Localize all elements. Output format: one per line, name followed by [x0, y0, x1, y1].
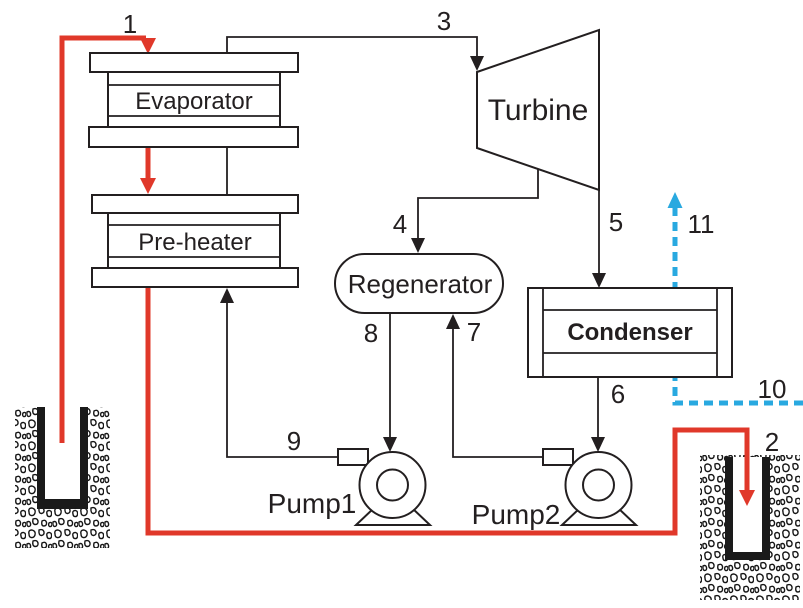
evaporator-bottom-flange — [88, 126, 299, 148]
injection-well — [700, 455, 800, 600]
stream-7-line — [452, 328, 543, 458]
stream-8-label: 8 — [364, 318, 378, 348]
stream-10-label: 10 — [758, 374, 787, 404]
stream-7-label: 7 — [467, 317, 481, 347]
stream-9-line — [226, 302, 340, 458]
stream-4-label: 4 — [393, 209, 407, 239]
well-casing-left-wall — [725, 457, 733, 560]
well-casing-right-wall — [80, 407, 88, 509]
stream-9-arrowhead — [220, 288, 234, 303]
stream-4-line — [417, 169, 539, 240]
evaporator-body — [107, 71, 281, 128]
pump1-label: Pump1 — [268, 488, 357, 519]
stream-5-arrowhead — [592, 273, 606, 288]
geothermal-supply-line — [59, 35, 156, 443]
stream-3-label: 3 — [437, 6, 451, 36]
stream-10-11-line — [672, 205, 803, 406]
pre-heater: Pre-heater — [91, 194, 299, 288]
stream-1-line — [59, 35, 146, 443]
regenerator-body — [334, 253, 504, 314]
stream-11-arrowhead — [667, 192, 683, 208]
stream-8-arrowhead — [383, 437, 397, 452]
stream-6-label: 6 — [611, 379, 625, 409]
working-fluid-lines — [220, 36, 606, 458]
stream-5-label: 5 — [609, 207, 623, 237]
stream-11-label: 11 — [688, 209, 715, 239]
well-casing-left-wall — [37, 407, 45, 509]
well-casing-bottom — [725, 552, 770, 560]
pump1: Pump1 — [268, 448, 433, 526]
regenerator-label: Regenerator — [348, 269, 493, 299]
condenser-body — [527, 287, 733, 378]
pre-heater-top-flange — [91, 194, 299, 214]
pump2-outlet — [542, 448, 574, 466]
stream-labels: 1 2 3 4 5 6 7 8 9 10 11 — [123, 6, 787, 457]
stream-2-arrowhead — [739, 490, 755, 506]
stream-9-label: 9 — [287, 426, 301, 456]
well-casing-bottom — [37, 499, 88, 509]
pump2-label: Pump2 — [472, 499, 561, 530]
evaporator-label: Evaporator — [135, 88, 252, 115]
regenerator: Regenerator — [334, 253, 504, 314]
condenser: Condenser — [527, 287, 733, 378]
pump1-impeller — [376, 468, 409, 502]
well-casing-right-wall — [762, 457, 770, 560]
cooling-water-line — [667, 192, 803, 406]
turbine-body — [476, 28, 600, 192]
stream-1-label: 1 — [123, 9, 137, 39]
pump1-outlet — [337, 448, 369, 466]
geothermal-reinjection-line — [145, 287, 755, 536]
production-well — [15, 407, 110, 548]
pump2-impeller — [582, 468, 615, 502]
pump2: Pump2 — [472, 448, 639, 530]
stream-7-arrowhead — [446, 314, 460, 329]
stream-2-label: 2 — [765, 427, 779, 457]
condenser-label: Condenser — [567, 319, 692, 346]
stream-1-arrowhead — [140, 38, 156, 54]
evaporator: Evaporator — [88, 52, 299, 148]
stream-3-line — [226, 36, 478, 58]
turbine: Turbine — [476, 28, 600, 192]
pre-heater-label: Pre-heater — [138, 229, 251, 256]
evaporator-top-flange — [89, 52, 299, 73]
hot-arrowhead — [140, 178, 156, 194]
stream-4-arrowhead — [411, 238, 425, 253]
pre-heater-bottom-flange — [91, 267, 299, 288]
stream-2-line — [145, 287, 750, 536]
pre-heater-body — [107, 212, 281, 269]
stream-6-arrowhead — [591, 437, 605, 452]
turbine-label: Turbine — [488, 94, 589, 127]
stream-3-arrowhead — [470, 56, 484, 71]
